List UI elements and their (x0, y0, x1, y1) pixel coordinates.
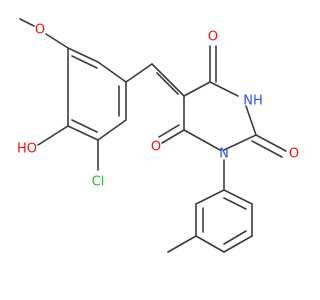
bond-ring1-c6-c6-inner (71, 55, 98, 69)
bond-ch-c5p (151, 63, 185, 97)
bond-c4-oh (37, 125, 69, 146)
atom-chlorine: Cl (92, 175, 105, 190)
bond-nh-c2p (245, 105, 257, 136)
bond-ring1-c5-c6 (67, 47, 99, 63)
bond-ring1-c4-c4-inner (71, 119, 98, 133)
bond-ch-c5p-inner (156, 72, 179, 95)
bond-ring1-c3-c4 (67, 125, 99, 141)
bond-c6p-o (161, 129, 185, 144)
structure-canvas: O HO Cl O NH O N O (16, 18, 300, 253)
atom-o-top: O (208, 30, 218, 45)
atom-nh: NH (243, 94, 263, 109)
bonds (19, 18, 287, 253)
atom-n1: N (219, 147, 229, 162)
bond-ar-c1-c2 (195, 189, 225, 205)
atom-o-left: O (151, 140, 161, 155)
bond-ar-c6-c1-inner (223, 197, 247, 210)
bond-o-c5 (45, 33, 69, 49)
bond-ar-c3-c4 (195, 235, 225, 253)
atom-labels: O HO Cl O NH O N O (17, 23, 299, 190)
bond-ar-c6-c1 (223, 189, 253, 205)
bond-c1-ch (125, 63, 153, 83)
molecule-diagram: O HO Cl O NH O N O (17, 18, 299, 253)
bond-n1-c6p (183, 129, 221, 151)
bond-ring1-c2-c3 (97, 119, 127, 141)
atom-hydroxyl: HO (17, 142, 37, 157)
bond-c2p-o (255, 134, 287, 152)
bond-c4p-nh (209, 81, 239, 97)
bond-c5p-c4p (183, 81, 211, 97)
atom-o-methoxy: O (35, 23, 45, 38)
atom-o-right: O (289, 147, 299, 162)
bond-c2p-n1 (223, 134, 257, 151)
bond-ar-c4-c5 (223, 235, 253, 253)
bond-ar-methyl (167, 235, 197, 253)
bond-ring1-c6-c1 (97, 61, 127, 83)
bond-methyl-o (19, 18, 35, 27)
bond-c6p-o-double (158, 124, 180, 138)
bond-ar-c4-c5-inner (223, 230, 247, 245)
bond-c2p-o-double (251, 140, 283, 158)
